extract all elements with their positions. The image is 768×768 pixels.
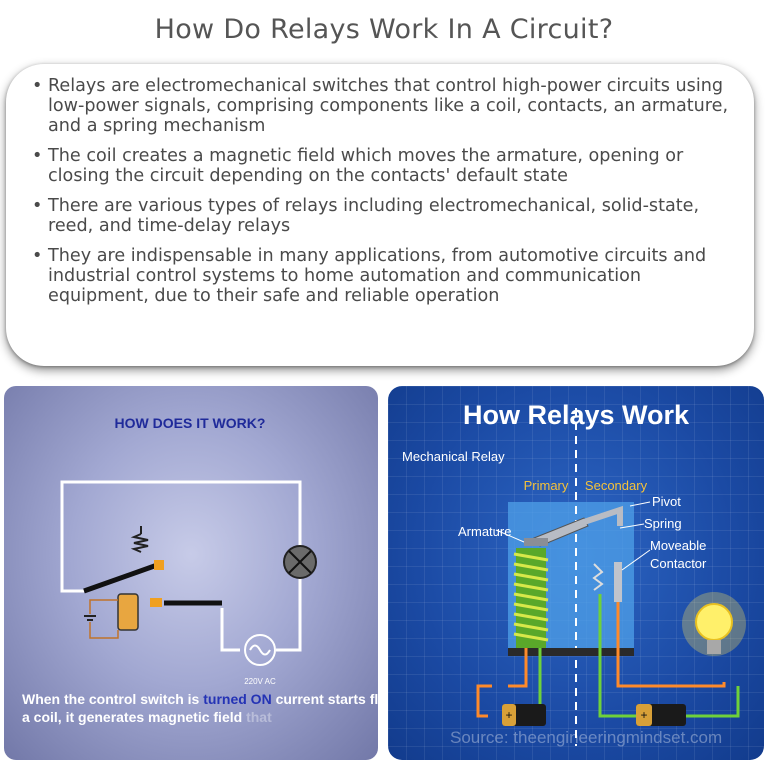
page-title: How Do Relays Work In A Circuit? [154, 14, 614, 45]
bullet-list: • Relays are electromechanical switches … [32, 76, 740, 306]
armature-label: Armature [458, 524, 511, 539]
relay-animation-panel: HOW DOES IT WORK? 220V AC [4, 386, 378, 760]
bullet-item: • There are various types of relays incl… [32, 196, 740, 236]
bullet-text: They are indispensable in many applicati… [48, 246, 707, 306]
ac-source-icon [244, 634, 276, 666]
summary-card: • Relays are electromechanical switches … [6, 64, 754, 366]
relay-base [508, 648, 634, 656]
armature-lever [83, 560, 164, 594]
bullet-dot: • [32, 196, 43, 216]
bullet-dot: • [32, 146, 43, 166]
primary-battery-icon: + [502, 704, 546, 726]
fixed-contact [150, 598, 222, 607]
coil-icon [513, 548, 549, 648]
pivot-label: Pivot [652, 494, 681, 509]
bullet-text: The coil creates a magnetic field which … [48, 146, 684, 186]
relay-diagram: How Relays Work Mechanical Relay Primary… [402, 400, 746, 747]
secondary-label: Secondary [585, 478, 648, 493]
callout-lines [495, 501, 651, 571]
coil-icon [117, 593, 139, 631]
battery-sign: + [640, 708, 647, 722]
primary-label: Primary [524, 478, 569, 493]
panel-heading: HOW DOES IT WORK? [115, 415, 266, 431]
contactor-label: Contactor [650, 556, 707, 571]
control-circuit [89, 599, 119, 639]
bullet-dot: • [32, 76, 43, 96]
source-voltage-label: 220V AC [244, 677, 276, 686]
spring-label: Spring [644, 516, 682, 531]
spring-icon [592, 563, 604, 591]
caption-line-2: a coil, it generates magnetic field that [22, 709, 272, 725]
pivot-frame [583, 505, 623, 526]
lamp-icon [283, 545, 317, 579]
caption-line-1: When the control switch is turned ON cur… [22, 691, 378, 707]
moveable-label: Moveable [650, 538, 706, 553]
panel-subtitle: Mechanical Relay [402, 449, 505, 464]
bullet-item: • They are indispensable in many applica… [32, 246, 740, 306]
bullet-item: • The coil creates a magnetic field whic… [32, 146, 740, 186]
moveable-contactor [614, 562, 622, 602]
circuit-wires [60, 480, 302, 652]
armature-icon [524, 517, 589, 547]
spring-icon [130, 526, 149, 553]
bullet-dot: • [32, 246, 43, 266]
relay-circuit-diagram: HOW DOES IT WORK? 220V AC [22, 415, 378, 725]
how-relays-work-panel: How Relays Work Mechanical Relay Primary… [388, 386, 764, 760]
source-attribution: Source: theengineeringmindset.com [450, 728, 722, 747]
bullet-text: Relays are electromechanical switches th… [48, 76, 729, 136]
bullet-text: There are various types of relays includ… [48, 196, 700, 236]
bullet-item: • Relays are electromechanical switches … [32, 76, 740, 136]
secondary-battery-icon: + [636, 704, 686, 726]
battery-icon [84, 615, 96, 621]
battery-sign: + [505, 708, 512, 722]
lightbulb-icon [682, 592, 746, 656]
